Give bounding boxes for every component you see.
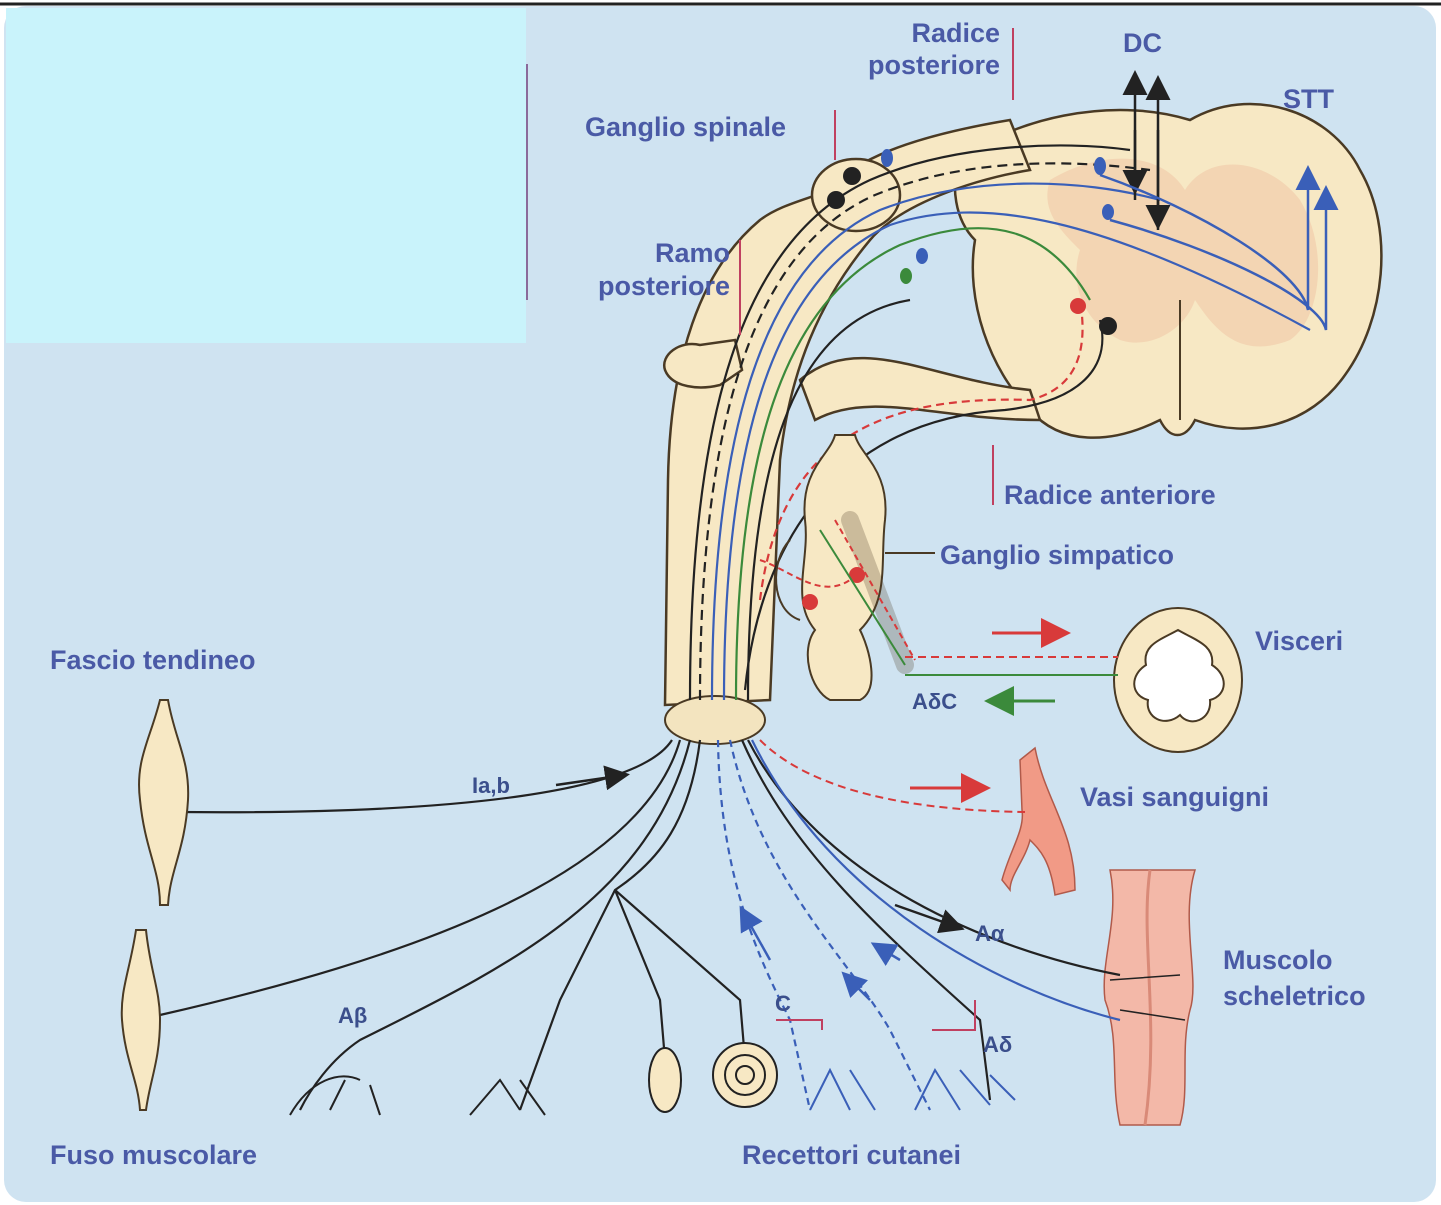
label-ramo-posteriore-2: posteriore [598,271,730,301]
label-stt: STT [1283,84,1335,114]
label-radice-posteriore-2: posteriore [868,50,1000,80]
label-ganglio-simpatico: Ganglio simpatico [940,540,1174,570]
skeletal-muscle [1104,870,1195,1125]
label-visceri: Visceri [1255,626,1343,656]
label-ganglio-spinale: Ganglio spinale [585,112,786,142]
label-vasi-sanguigni: Vasi sanguigni [1080,782,1269,812]
label-radice-anteriore: Radice anteriore [1004,480,1216,510]
label-a-beta: Aβ [338,1003,367,1028]
label-fascio-tendineo: Fascio tendineo [50,645,256,675]
label-a-delta: Aδ [983,1032,1012,1057]
inset-panel [6,8,526,343]
label-fuso-muscolare: Fuso muscolare [50,1140,257,1170]
label-c: C [775,991,791,1016]
label-dc: DC [1123,28,1162,58]
label-recettori-cutanei: Recettori cutanei [742,1140,961,1170]
label-a-alpha: Aα [975,921,1005,946]
label-ramo-posteriore-1: Ramo [655,238,730,268]
label-muscolo-2: scheletrico [1223,981,1366,1011]
label-muscolo-1: Muscolo [1223,945,1333,975]
label-ia-b: Ia,b [472,773,510,798]
label-radice-posteriore-1: Radice [911,18,1000,48]
label-adelta-c: AδC [912,689,957,714]
